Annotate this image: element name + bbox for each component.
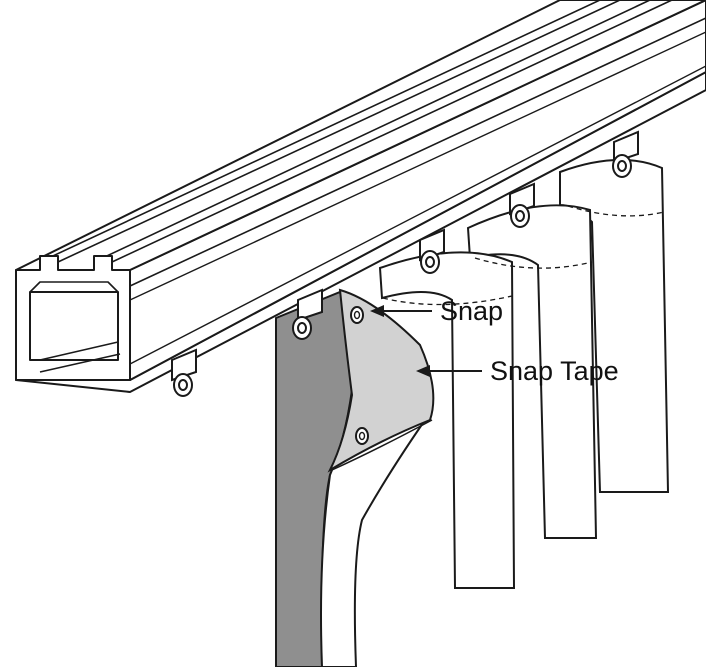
snap-label: Snap <box>440 296 503 326</box>
carrier-hook-icon <box>171 348 197 397</box>
snap-icon <box>350 306 364 324</box>
snap-tape-label: Snap Tape <box>490 356 619 386</box>
snap-tape <box>327 288 435 473</box>
snap-callout: Snap <box>370 296 503 326</box>
carrier-hook-icon <box>612 130 639 178</box>
carrier-hook-icon <box>509 182 535 228</box>
curtain-track <box>15 0 706 393</box>
carrier-hook-icon <box>292 288 323 340</box>
snap-icon <box>355 427 369 445</box>
snap-tape-callout: Snap Tape <box>416 356 619 386</box>
carrier-hook-icon <box>419 228 445 274</box>
panel-fold-lines <box>382 205 665 306</box>
